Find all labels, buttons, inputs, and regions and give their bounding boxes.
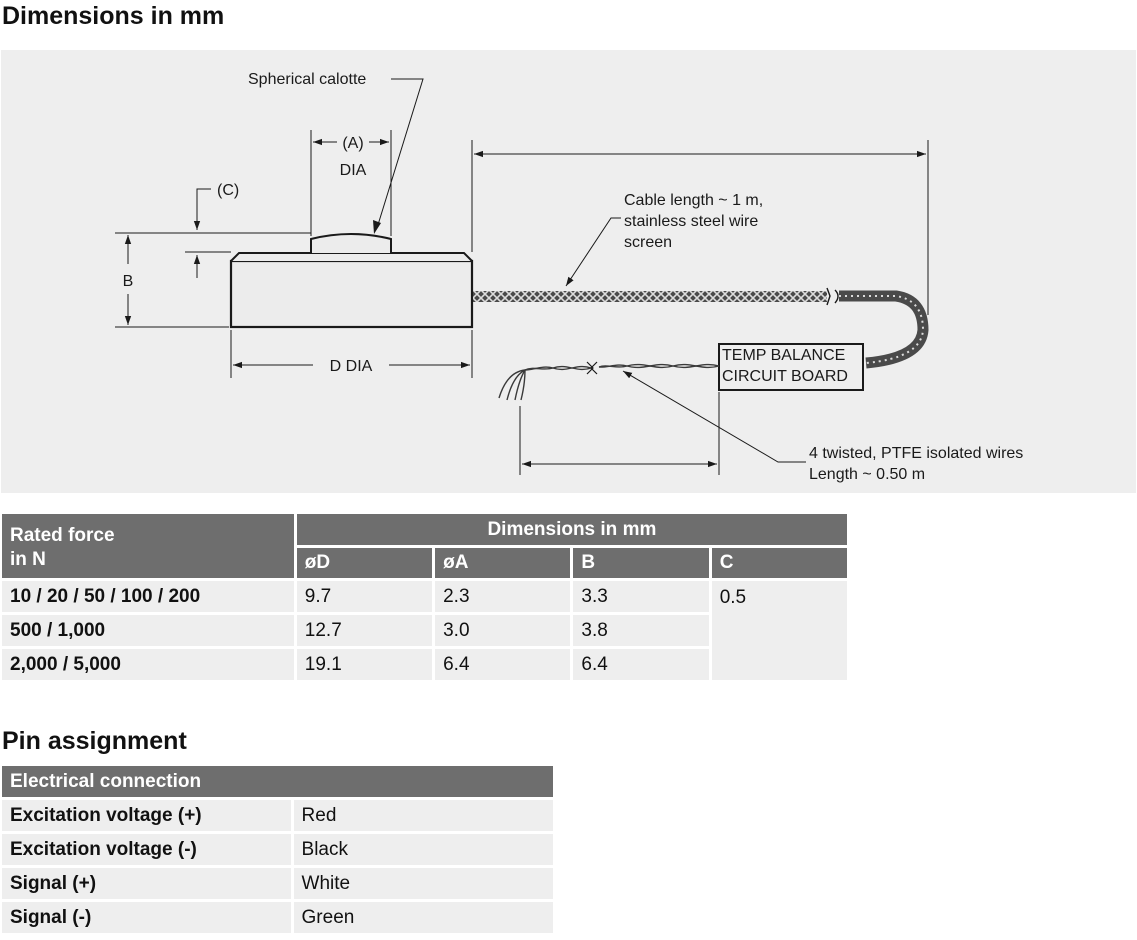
label-c: (C) xyxy=(217,182,239,199)
table-row: Signal (+) White xyxy=(2,868,553,899)
pin-assignment-heading: Pin assignment xyxy=(2,727,187,755)
a-cell: 2.3 xyxy=(435,581,571,612)
col-header-c: C xyxy=(711,548,847,578)
wire-color-cell: White xyxy=(293,868,553,899)
d-cell: 12.7 xyxy=(296,615,433,646)
label-spherical-calotte: Spherical calotte xyxy=(248,71,366,88)
label-a-dia: DIA xyxy=(340,162,367,179)
b-cell: 3.8 xyxy=(573,615,709,646)
d-cell: 9.7 xyxy=(296,581,433,612)
load-cell-body xyxy=(229,259,474,329)
signal-cell: Excitation voltage (-) xyxy=(2,834,291,865)
wire-color-cell: Green xyxy=(293,902,553,933)
d-cell: 19.1 xyxy=(296,649,433,680)
table-row: 10 / 20 / 50 / 100 / 200 9.7 2.3 3.3 0.5 xyxy=(2,581,847,680)
load-cell-top-chamfer xyxy=(230,252,473,262)
label-cable-line1: Cable length ~ 1 m, xyxy=(624,192,763,209)
electrical-connection-header: Electrical connection xyxy=(2,766,553,797)
label-d-dia: D DIA xyxy=(330,358,373,375)
label-board-line1: TEMP BALANCE xyxy=(722,347,845,364)
table-row: Excitation voltage (-) Black xyxy=(2,834,553,865)
label-a: (A) xyxy=(342,135,363,152)
signal-cell: Excitation voltage (+) xyxy=(2,800,291,831)
label-cable-line2: stainless steel wire xyxy=(624,213,758,230)
b-cell: 3.3 xyxy=(573,581,709,612)
table-row: 2,000 / 5,000 19.1 6.4 6.4 xyxy=(2,649,847,680)
table-row: Excitation voltage (+) Red xyxy=(2,800,553,831)
wire-color-cell: Red xyxy=(293,800,553,831)
col-header-a: øA xyxy=(435,548,571,578)
spherical-calotte xyxy=(310,233,392,253)
pin-assignment-table: Electrical connection Excitation voltage… xyxy=(0,763,556,936)
dimension-drawing: (A) DIA Spherical calotte (C) B D DIA xyxy=(1,50,1136,493)
col-header-d: øD xyxy=(296,548,433,578)
table-row: Signal (-) Green xyxy=(2,902,553,933)
a-cell: 6.4 xyxy=(435,649,571,680)
col-header-b: B xyxy=(573,548,709,578)
c-cell: 0.5 xyxy=(711,581,847,680)
label-wires-line1: 4 twisted, PTFE isolated wires xyxy=(809,445,1023,462)
signal-cell: Signal (-) xyxy=(2,902,291,933)
rated-force-cell: 500 / 1,000 xyxy=(2,615,294,646)
wire-color-cell: Black xyxy=(293,834,553,865)
label-b: B xyxy=(123,273,134,290)
rated-force-cell: 10 / 20 / 50 / 100 / 200 xyxy=(2,581,294,612)
b-cell: 6.4 xyxy=(573,649,709,680)
a-cell: 3.0 xyxy=(435,615,571,646)
table-row: 500 / 1,000 12.7 3.0 3.8 xyxy=(2,615,847,646)
temp-balance-circuit-board xyxy=(718,343,864,391)
label-board-line2: CIRCUIT BOARD xyxy=(722,368,848,385)
label-cable-line3: screen xyxy=(624,234,672,251)
dimensions-heading: Dimensions in mm xyxy=(2,2,225,30)
signal-cell: Signal (+) xyxy=(2,868,291,899)
rated-force-cell: 2,000 / 5,000 xyxy=(2,649,294,680)
label-wires-line2: Length ~ 0.50 m xyxy=(809,466,925,483)
dimensions-group-header: Dimensions in mm xyxy=(296,514,847,545)
load-cell-drawing-svg: (A) DIA Spherical calotte (C) B D DIA xyxy=(115,71,1023,483)
braided-cable xyxy=(473,291,827,302)
twisted-wires xyxy=(498,363,720,401)
